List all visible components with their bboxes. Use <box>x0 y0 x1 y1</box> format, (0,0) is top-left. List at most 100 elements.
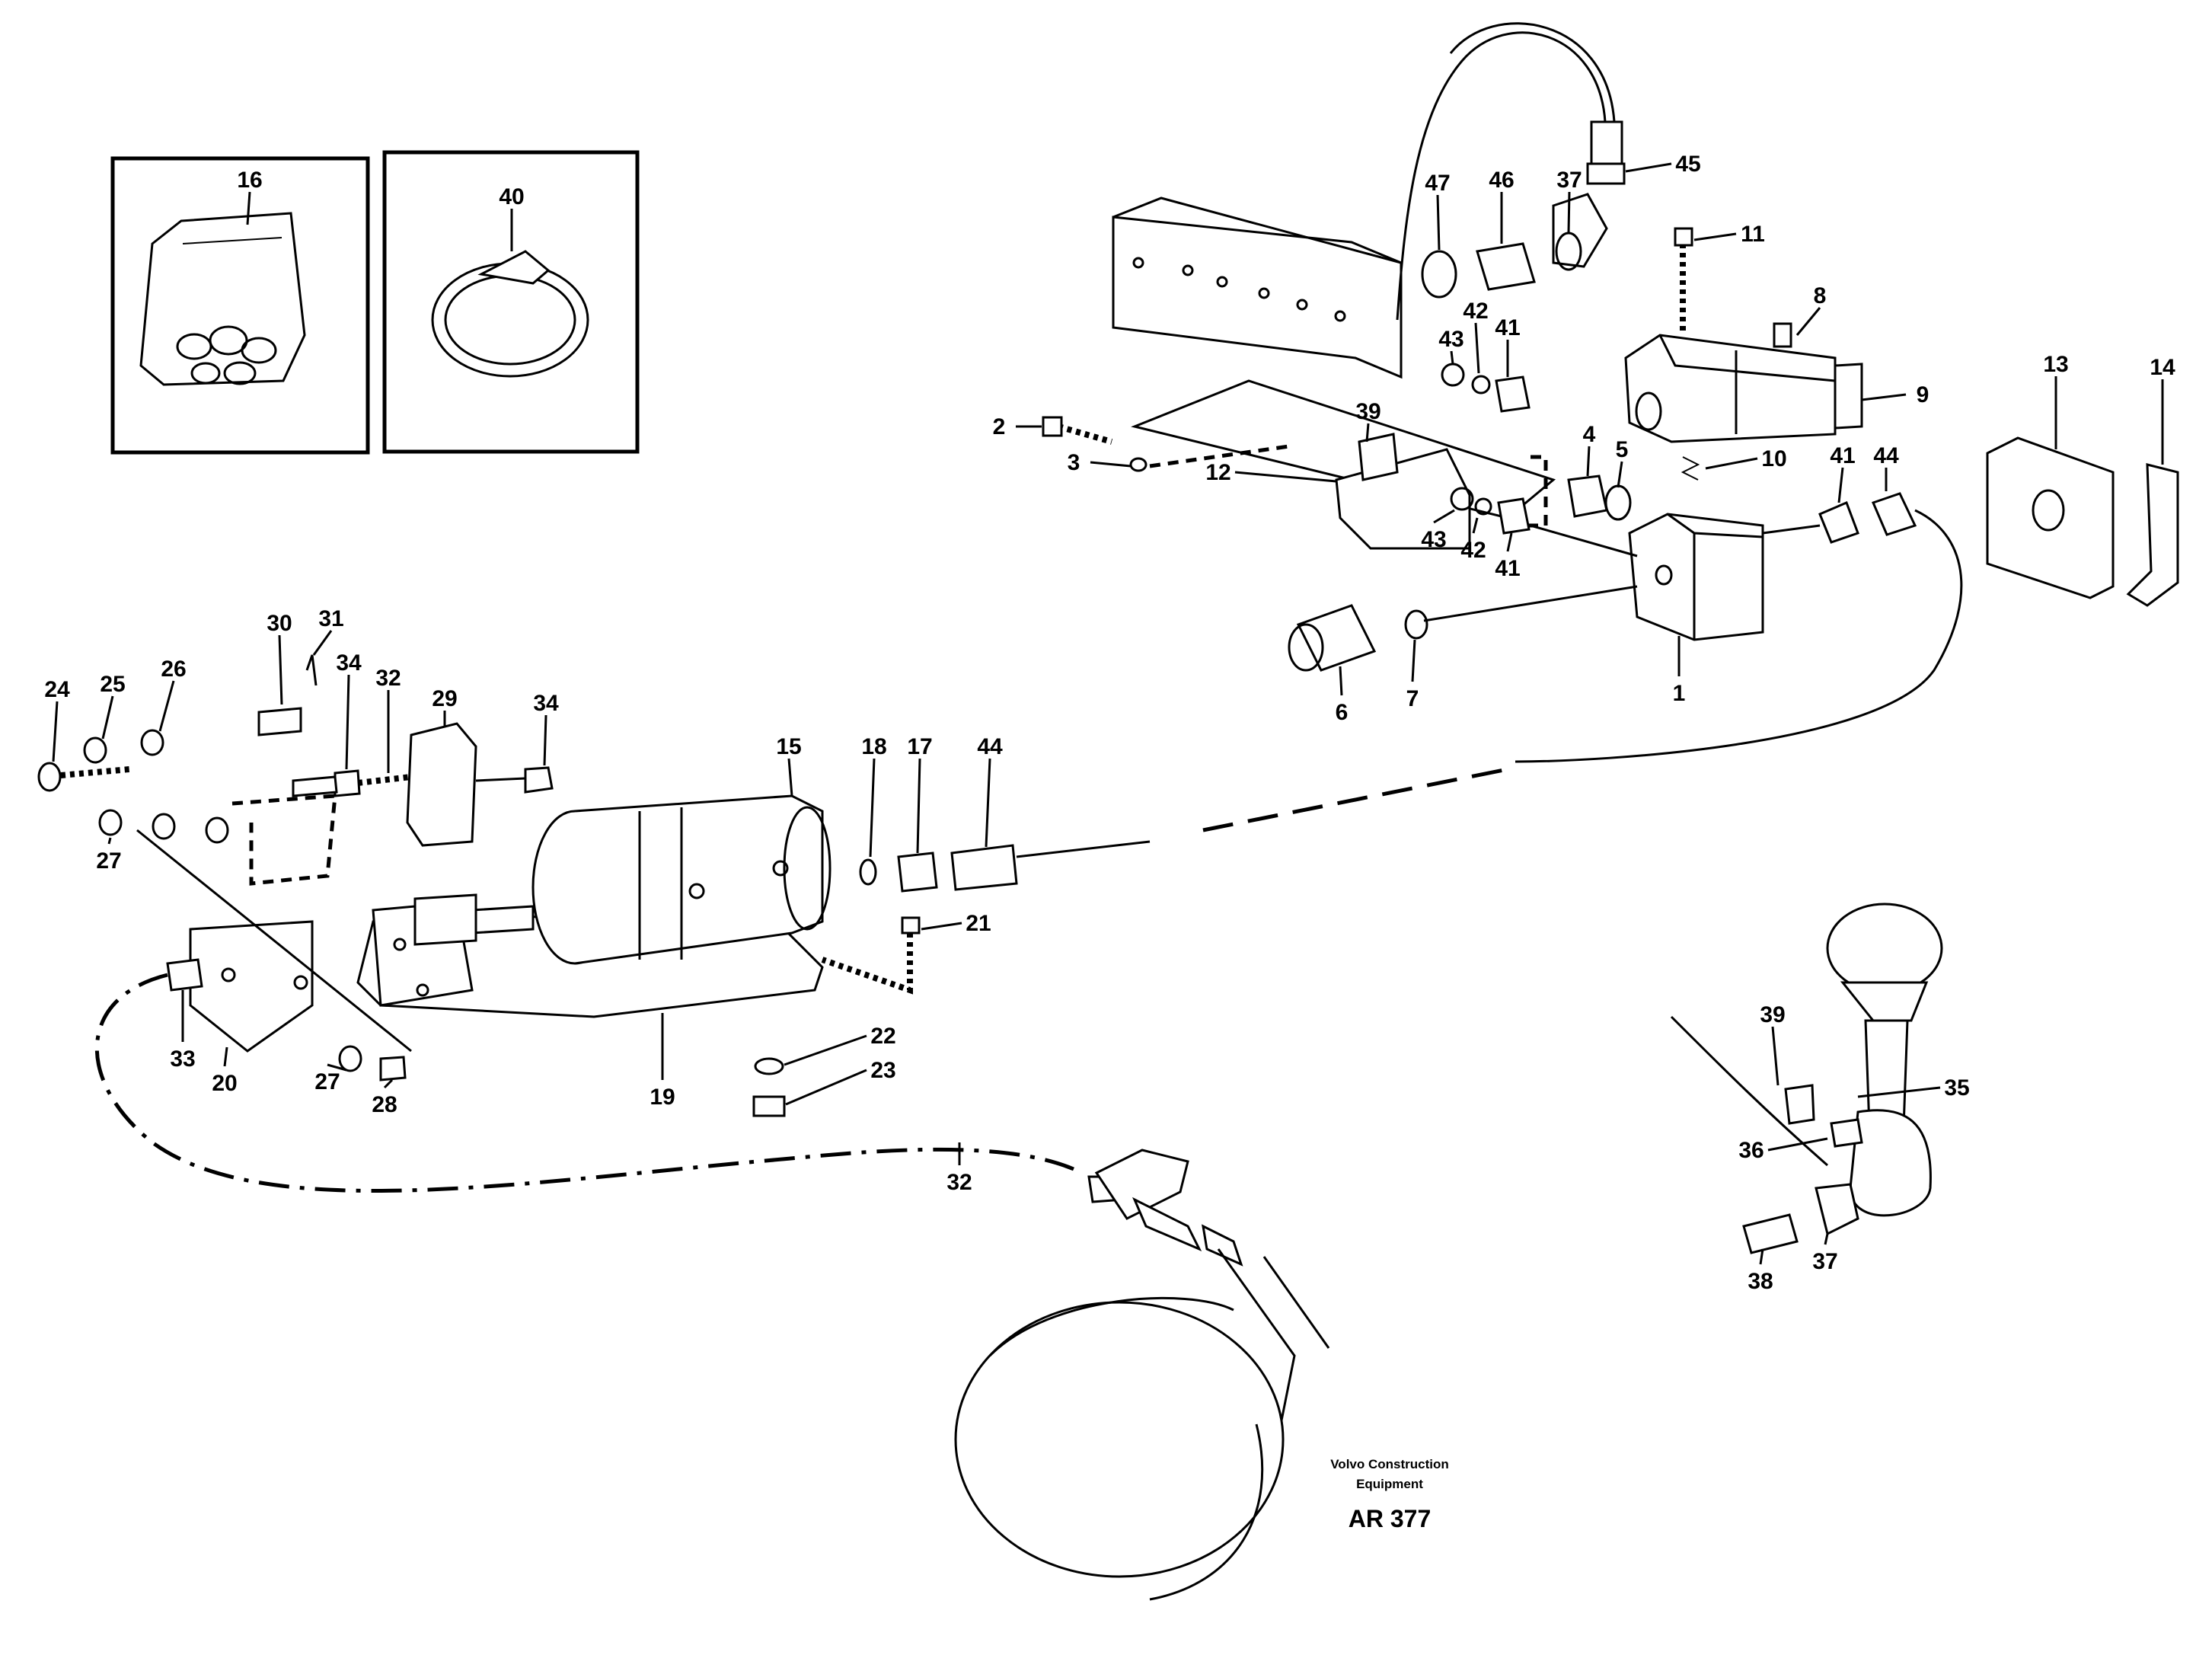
callout-label: 18 <box>861 734 886 759</box>
callout-label: 15 <box>776 734 801 759</box>
callout-label: 25 <box>100 672 125 697</box>
callout-label: 36 <box>1738 1138 1764 1163</box>
callout-leader <box>383 1078 394 1089</box>
callout-leader <box>1472 517 1479 534</box>
callout-leader <box>1617 461 1623 488</box>
callout-leader <box>1474 322 1480 374</box>
callout-leader <box>785 1069 867 1106</box>
callout-label: 5 <box>1616 437 1629 462</box>
brake-drum <box>954 1149 1330 1601</box>
callout-label: 16 <box>237 168 262 193</box>
callout-label: 12 <box>1205 460 1230 485</box>
callout-label: 47 <box>1425 171 1450 196</box>
callout-label: 6 <box>1336 700 1349 725</box>
callout-label: 41 <box>1830 443 1855 468</box>
callout-leader <box>1759 1248 1764 1265</box>
callout-leader <box>787 758 793 797</box>
callout-leader <box>1693 232 1737 241</box>
callout-label: 8 <box>1814 283 1827 308</box>
callout-label: 38 <box>1748 1269 1773 1294</box>
callout-label: 37 <box>1812 1249 1837 1274</box>
callout-leader <box>1771 1026 1779 1086</box>
callout-label: 39 <box>1760 1002 1785 1027</box>
credit-block: Volvo Construction Equipment AR 377 <box>1330 1457 1449 1532</box>
callout-leader <box>1837 467 1844 503</box>
callout-label: 43 <box>1438 327 1463 352</box>
callout-label: 41 <box>1495 556 1520 581</box>
credit-line-1: Volvo Construction <box>1330 1457 1449 1471</box>
callout-label: 32 <box>946 1170 972 1195</box>
callout-leader <box>543 714 547 766</box>
callout-label: 40 <box>499 184 524 209</box>
callout-label: 27 <box>314 1069 340 1094</box>
callout-leader <box>1861 393 1907 401</box>
callout-label: 29 <box>432 686 457 711</box>
callout-label: 42 <box>1463 299 1488 324</box>
callout-leader <box>52 701 59 762</box>
callout-leader <box>1433 509 1455 524</box>
callout-label: 46 <box>1489 168 1514 193</box>
callout-label: 4 <box>1583 422 1596 447</box>
callout-label: 10 <box>1761 446 1786 471</box>
callout-leader <box>1450 350 1454 365</box>
callout-label: 43 <box>1421 527 1446 552</box>
callout-label: 41 <box>1495 315 1520 340</box>
callout-label: 33 <box>170 1046 195 1072</box>
callout-leader <box>1795 307 1821 336</box>
callout-leader <box>1625 162 1672 173</box>
callout-leader <box>246 191 251 225</box>
gearshift-assembly <box>1670 903 1943 1254</box>
callout-label: 1 <box>1673 681 1686 706</box>
callout-leader <box>107 837 112 845</box>
callout-leader <box>1857 1086 1941 1098</box>
callout-leader <box>1506 532 1513 552</box>
callout-label: 30 <box>267 611 292 636</box>
brake-cylinder-area <box>37 654 1508 1193</box>
callout-leader <box>1411 639 1416 682</box>
valve-area <box>1042 22 2179 763</box>
callout-label: 2 <box>993 414 1006 439</box>
callout-label: 37 <box>1556 168 1582 193</box>
callout-leader <box>985 758 991 848</box>
callout-leader <box>1705 457 1758 470</box>
callout-leader <box>869 758 876 858</box>
callout-leader <box>1234 471 1337 483</box>
callout-label: 27 <box>96 848 121 874</box>
callout-leader <box>278 634 283 705</box>
callout-label: 14 <box>2150 355 2175 380</box>
callout-leader <box>1586 446 1591 477</box>
callout-label: 13 <box>2043 352 2068 377</box>
callout-leader <box>1824 1233 1829 1245</box>
callout-leader <box>921 922 962 931</box>
callout-leader <box>1365 423 1370 443</box>
callout-label: 22 <box>870 1024 895 1049</box>
callout-leader <box>1090 461 1132 468</box>
callout-label: 28 <box>372 1092 397 1117</box>
callout-label: 32 <box>375 666 401 691</box>
credit-line-2: Equipment <box>1356 1477 1423 1491</box>
callout-label: 20 <box>212 1071 237 1096</box>
callout-label: 19 <box>650 1085 675 1110</box>
callout-label: 35 <box>1944 1075 1969 1101</box>
inset-seal-kit <box>110 156 370 455</box>
callout-leader <box>345 674 350 770</box>
callout-label: 34 <box>533 691 559 716</box>
callout-leader <box>312 630 333 656</box>
callout-leader <box>223 1046 228 1067</box>
callout-leader <box>101 695 114 740</box>
callout-label: 31 <box>318 606 343 631</box>
callout-leader <box>784 1034 867 1066</box>
callout-leader <box>158 680 175 732</box>
callout-label: 44 <box>1873 443 1899 468</box>
callout-leader <box>1339 666 1343 696</box>
callout-leader <box>327 1063 347 1072</box>
callout-label: 45 <box>1675 152 1700 177</box>
drawing-code: AR 377 <box>1349 1505 1432 1532</box>
callout-label: 24 <box>44 677 70 702</box>
callout-label: 26 <box>161 657 186 682</box>
callout-label: 39 <box>1355 399 1381 424</box>
callout-label: 34 <box>336 650 362 676</box>
callout-label: 44 <box>977 734 1003 759</box>
